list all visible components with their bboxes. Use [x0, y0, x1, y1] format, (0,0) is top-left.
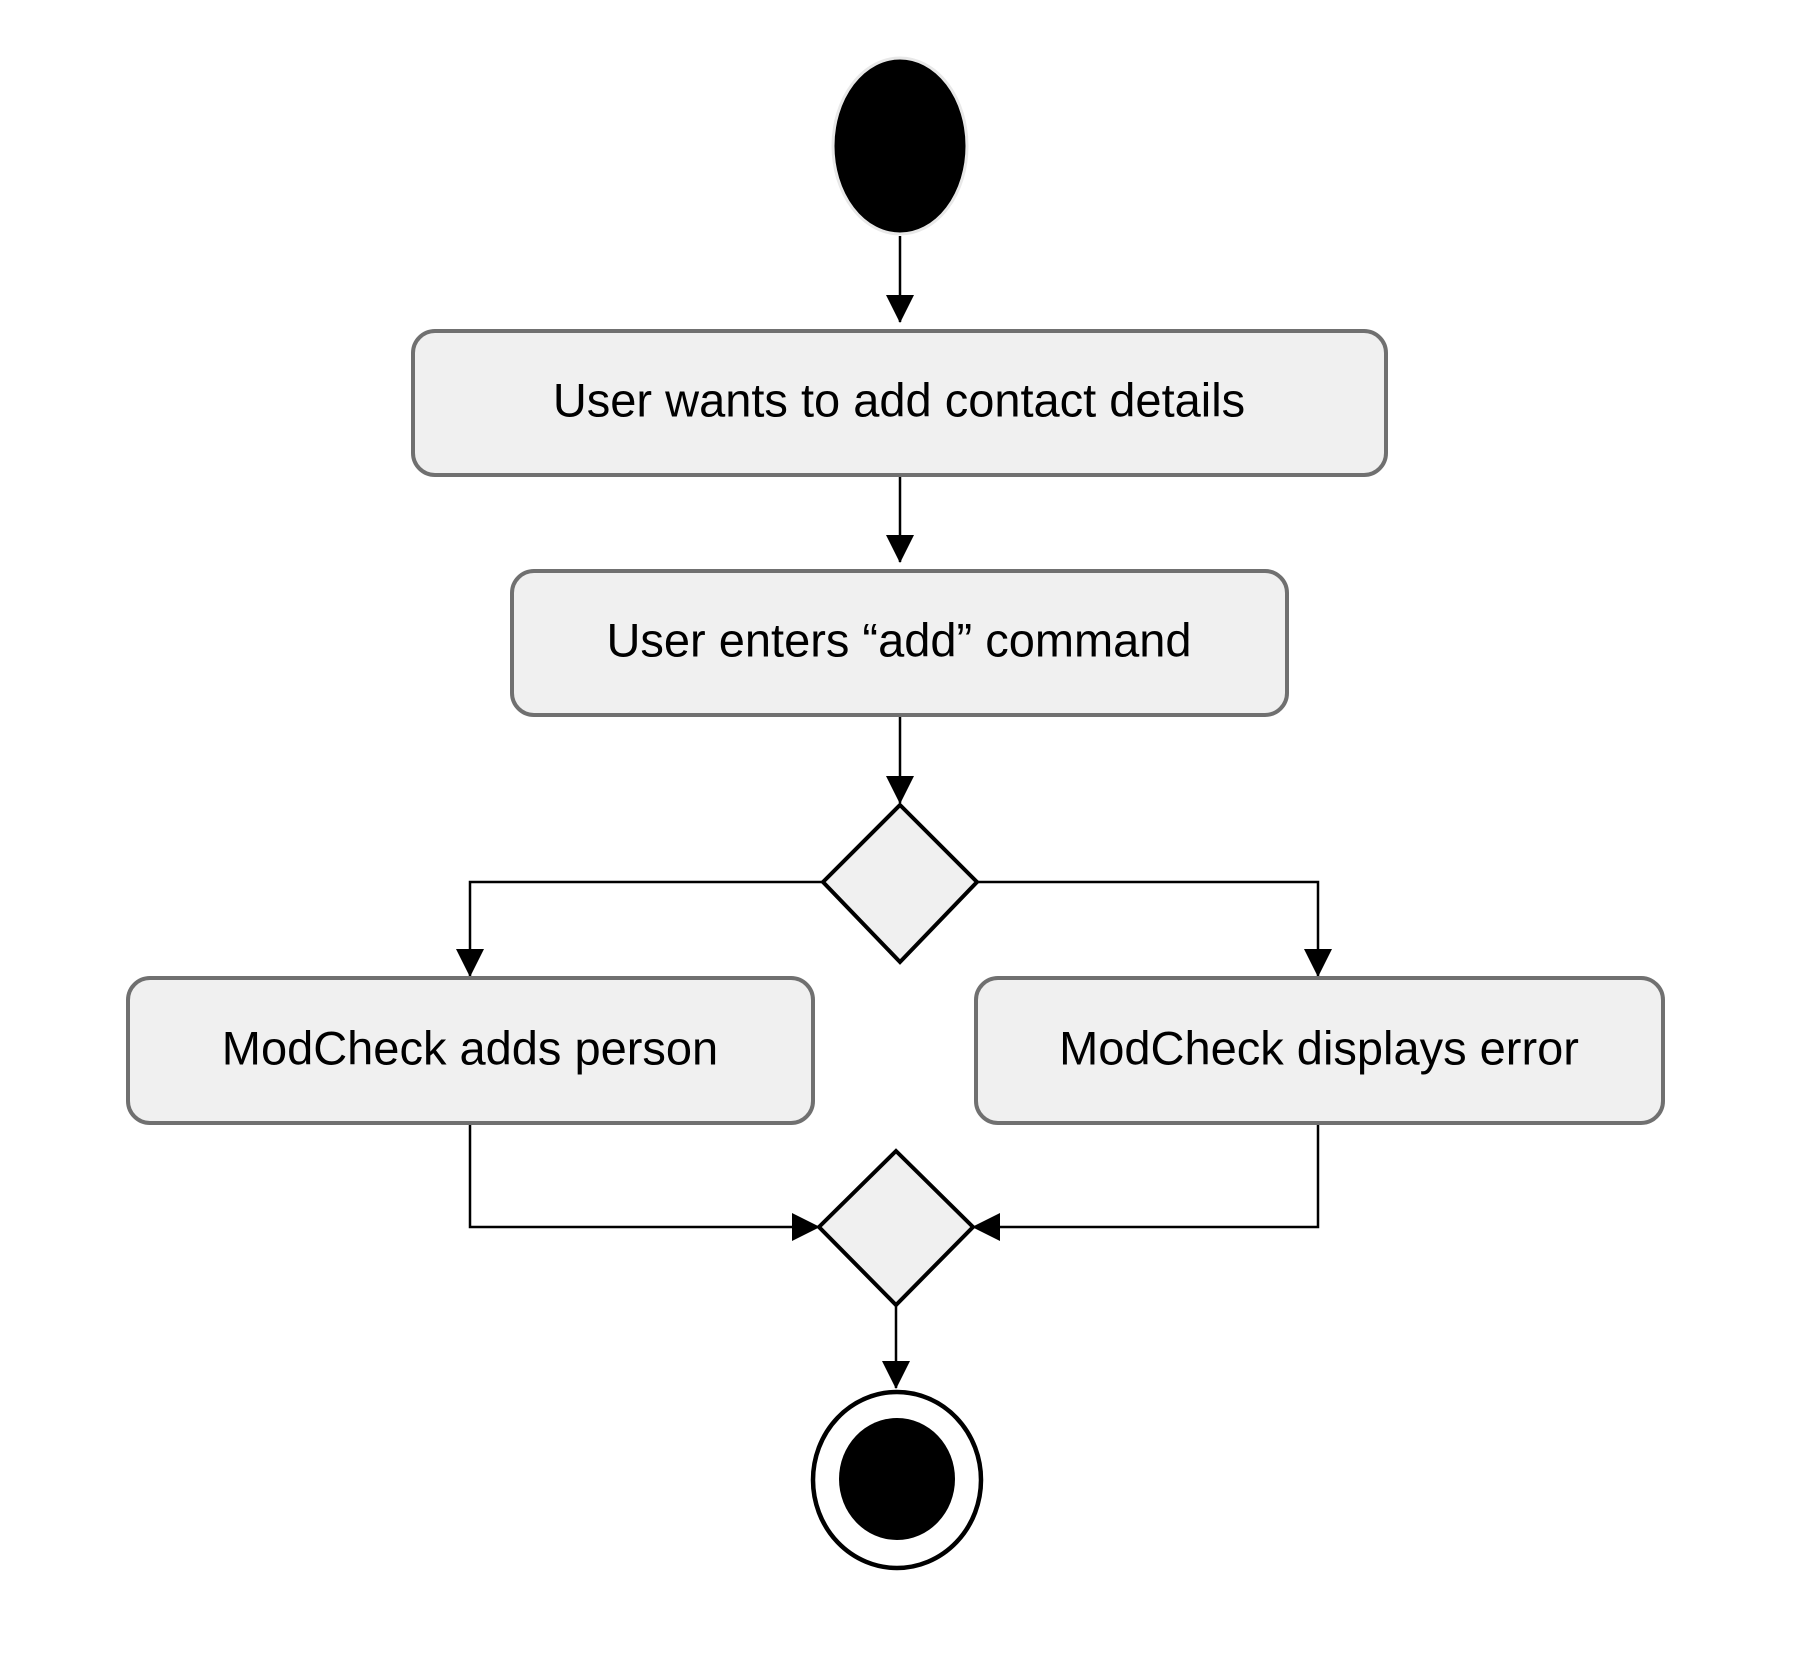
action-want: User wants to add contact details: [411, 329, 1388, 477]
action-error-box: [974, 976, 1665, 1125]
action-error-label: ModCheck displays error: [1059, 1021, 1579, 1074]
action-want-label: User wants to add contact details: [553, 373, 1245, 426]
final-node-dot: [839, 1418, 955, 1540]
action-want-box: [411, 329, 1388, 477]
initial-node: [831, 56, 969, 236]
action-enter-box: [510, 569, 1289, 717]
edges: [456, 236, 1332, 1389]
action-add-box: [126, 976, 815, 1125]
decision-branch: [820, 802, 980, 965]
action-enter-label: User enters “add” command: [606, 613, 1191, 666]
action-add: ModCheck adds person: [126, 976, 815, 1125]
action-error: ModCheck displays error: [974, 976, 1665, 1125]
merge-node: [816, 1148, 976, 1308]
edge-error-to-merge: [972, 1122, 1320, 1241]
action-add-label: ModCheck adds person: [222, 1021, 718, 1074]
edge-branch-to-error: [977, 880, 1332, 977]
action-enter: User enters “add” command: [510, 569, 1289, 717]
edge-add-to-merge: [468, 1122, 820, 1241]
edge-branch-to-add: [456, 880, 823, 977]
final-node: [810, 1389, 984, 1571]
